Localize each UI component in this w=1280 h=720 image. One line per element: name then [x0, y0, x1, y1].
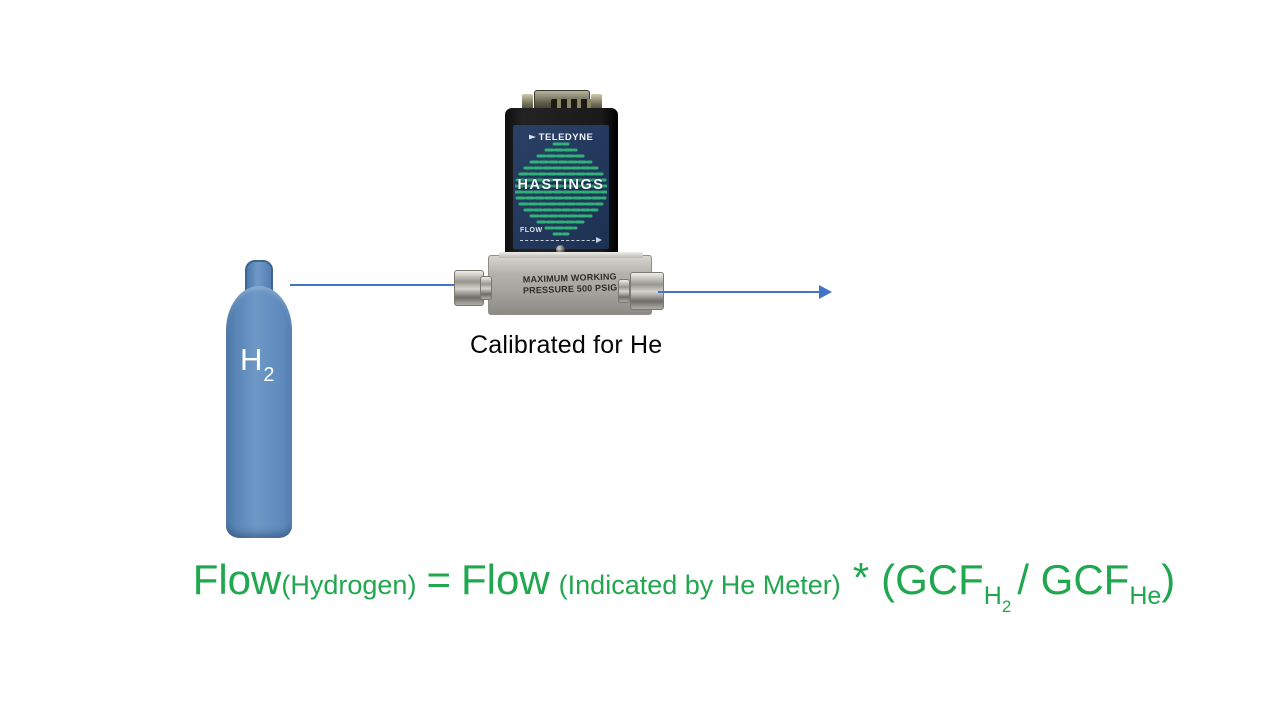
meter-base-step — [499, 252, 643, 258]
gas-cylinder: H2 — [224, 260, 294, 538]
flow-indicator-row: FLOW — [520, 219, 602, 243]
flow-direction-arrow-icon — [520, 237, 602, 243]
meter-body: TELEDYNE — [505, 108, 618, 262]
model-name: HASTINGS — [517, 177, 605, 193]
flow-arrow-outlet — [658, 285, 832, 299]
inlet-fitting — [450, 266, 492, 310]
calibration-caption: Calibrated for He — [470, 331, 663, 359]
cylinder-gas-subscript: 2 — [263, 364, 275, 387]
formula-flow2-sub: (Indicated by He Meter) — [558, 570, 841, 600]
db9-screw-left-icon — [522, 94, 533, 112]
flow-arrow-inlet — [290, 278, 467, 292]
formula-gcf1-subsub: 2 — [1001, 597, 1012, 616]
formula-flow1: Flow — [192, 556, 282, 603]
brand-row: TELEDYNE — [513, 132, 609, 143]
cylinder-body: H2 — [226, 286, 292, 538]
formula-divide: / GCF — [1017, 556, 1130, 603]
meter-faceplate: TELEDYNE — [513, 125, 609, 249]
db9-screw-right-icon — [591, 94, 602, 112]
flow-arrow-outlet-head-icon — [819, 285, 832, 299]
formula-flow2: Flow — [460, 556, 550, 603]
flow-arrow-inlet-line — [290, 284, 454, 286]
soundwave-pattern-icon — [515, 142, 607, 236]
flow-meter: TELEDYNE — [450, 82, 665, 320]
formula-gcf2-sub: He — [1129, 582, 1162, 610]
cylinder-gas-label: H2 — [240, 342, 275, 387]
cylinder-gas-symbol: H — [240, 342, 263, 377]
teledyne-logo-icon — [528, 134, 536, 140]
brand-name: TELEDYNE — [538, 132, 594, 143]
formula-gcf-open: (GCF — [881, 556, 984, 603]
formula-equals: = — [426, 556, 451, 603]
flow-arrow-outlet-line — [658, 291, 819, 293]
screw-icon — [556, 245, 565, 254]
formula-multiply-operator: * — [852, 554, 870, 601]
db9-pins-icon — [551, 99, 599, 109]
flow-direction-arrowhead-icon — [596, 237, 602, 243]
conversion-formula: Flow (Hydrogen) = Flow (Indicated by He … — [192, 554, 1176, 616]
inlet-collar-icon — [480, 276, 492, 300]
outlet-collar-icon — [618, 279, 630, 303]
formula-gcf-close: ) — [1161, 556, 1176, 603]
formula-flow1-sub: (Hydrogen) — [281, 570, 417, 600]
formula-gcf1-sub: H — [983, 582, 1002, 610]
flow-label: FLOW — [520, 227, 543, 234]
